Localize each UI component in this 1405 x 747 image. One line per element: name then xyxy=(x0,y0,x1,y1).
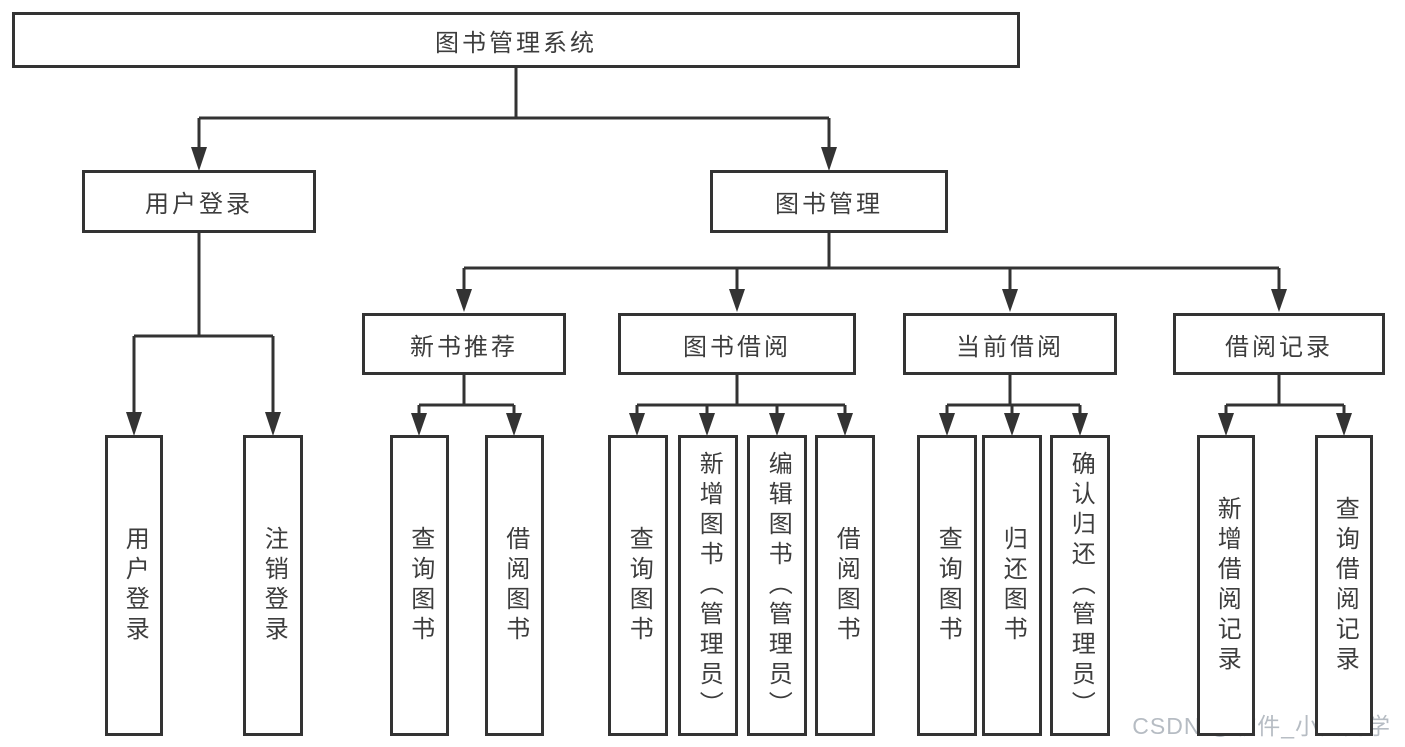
node-book-borrow: 图书借阅 xyxy=(618,313,856,375)
leaf-label: 用户登录 xyxy=(121,525,149,646)
leaf-add-borrow-record: 新增借阅记录 xyxy=(1197,435,1255,736)
leaf-query-books-current: 查询图书 xyxy=(917,435,977,736)
leaf-label: 查询图书 xyxy=(625,525,653,646)
leaf-edit-books-admin: 编辑图书（管理员） xyxy=(747,435,807,736)
connector-root xyxy=(197,68,831,148)
node-user-login: 用户登录 xyxy=(82,170,316,233)
leaf-add-books-admin: 新增图书（管理员） xyxy=(678,435,738,736)
arrowhead xyxy=(1002,289,1018,312)
leaf-label: 编辑图书（管理员） xyxy=(764,450,792,721)
node-book-management: 图书管理 xyxy=(710,170,948,233)
arrowhead xyxy=(411,413,427,436)
leaf-label: 注销登录 xyxy=(260,525,288,646)
connector-borrow-records xyxy=(1224,375,1346,414)
arrowhead xyxy=(629,413,645,436)
node-borrow-records: 借阅记录 xyxy=(1173,313,1385,375)
leaf-label: 归还图书 xyxy=(999,525,1027,646)
arrowhead xyxy=(699,413,715,436)
arrowhead xyxy=(1004,413,1020,436)
connector-user-login xyxy=(132,233,275,413)
node-new-book-recommend: 新书推荐 xyxy=(362,313,566,375)
arrowhead xyxy=(456,289,472,312)
arrowheads xyxy=(126,147,1352,436)
arrowhead xyxy=(191,147,207,171)
leaf-user-login: 用户登录 xyxy=(105,435,163,736)
connector-book-management xyxy=(462,233,1281,290)
arrowhead xyxy=(729,289,745,312)
leaf-label: 借阅图书 xyxy=(832,525,860,646)
arrowhead xyxy=(837,413,853,436)
node-library-system: 图书管理系统 xyxy=(12,12,1020,68)
arrowhead xyxy=(1072,413,1088,436)
leaf-confirm-return-admin: 确认归还（管理员） xyxy=(1050,435,1110,736)
arrowhead xyxy=(821,147,837,171)
leaf-query-books-recommend: 查询图书 xyxy=(390,435,449,736)
arrowhead xyxy=(265,412,281,436)
leaf-label: 借阅图书 xyxy=(501,525,529,646)
leaf-label: 查询借阅记录 xyxy=(1331,495,1359,676)
leaf-label: 查询图书 xyxy=(934,525,962,646)
leaf-label: 确认归还（管理员） xyxy=(1067,450,1095,721)
leaf-label: 新增图书（管理员） xyxy=(695,450,723,721)
arrowhead xyxy=(769,413,785,436)
arrowhead xyxy=(1336,413,1352,436)
arrowhead xyxy=(1218,413,1234,436)
leaf-logout: 注销登录 xyxy=(243,435,303,736)
arrowhead xyxy=(126,412,142,436)
arrowhead xyxy=(506,413,522,436)
leaf-query-books-borrow: 查询图书 xyxy=(608,435,668,736)
connector-book-borrow xyxy=(635,375,847,414)
leaf-label: 查询图书 xyxy=(406,525,434,646)
leaf-borrow-books-recommend: 借阅图书 xyxy=(485,435,544,736)
leaf-return-books: 归还图书 xyxy=(982,435,1042,736)
connector-new-book xyxy=(417,375,516,414)
leaf-label: 新增借阅记录 xyxy=(1213,495,1241,676)
node-current-borrow: 当前借阅 xyxy=(903,313,1117,375)
leaf-borrow-books-borrow: 借阅图书 xyxy=(815,435,875,736)
connector-current-borrow xyxy=(945,375,1082,414)
arrowhead xyxy=(1271,289,1287,312)
leaf-query-borrow-record: 查询借阅记录 xyxy=(1315,435,1373,736)
arrowhead xyxy=(939,413,955,436)
